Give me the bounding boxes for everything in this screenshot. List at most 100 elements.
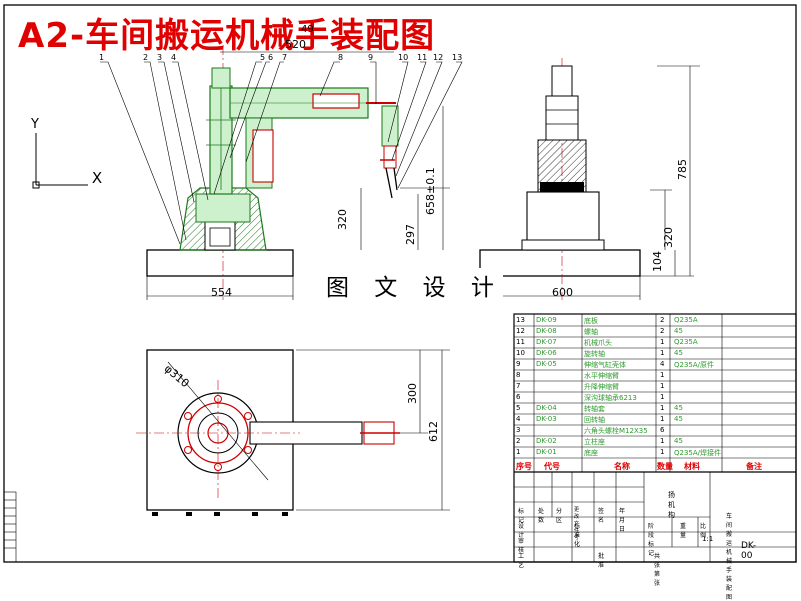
bom-cell-code: DK-07 [536,338,557,346]
bom-cell-qty: 1 [660,437,665,445]
bom-header-name: 名称 [614,462,630,471]
side-view [479,58,700,300]
bom-cell-no: 12 [516,327,525,335]
leader-4: 4 [171,53,177,62]
bom-cell-mat: 45 [674,415,683,423]
leader-5: 5 [260,53,266,62]
drawing-title: A2-车间搬运机械手装配图 [18,16,436,56]
leader-8: 8 [338,53,344,62]
bom-cell-qty: 1 [660,448,665,456]
assembly-drawing: Y X [3,4,797,563]
bom-cell-no: 10 [516,349,525,357]
bom-row: 5 DK-04 转轴套 1 45 [514,402,796,413]
leader-2: 2 [143,53,149,62]
tb-company: 扬机构 [668,491,675,519]
tb-label-date: 年月日 [619,508,626,533]
bom-cell-name: 升降伸缩臂 [584,383,619,391]
bom-cell-no: 4 [516,415,521,423]
bom-cell-qty: 1 [660,404,665,412]
bom-cell-code: DK-09 [536,316,557,324]
bom-cell-qty: 1 [660,382,665,390]
bom-row: 2 DK-02 立柱座 1 45 [514,435,796,446]
bom-cell-name: 立柱座 [584,438,605,446]
binding-strip [3,491,17,563]
bom-row: 7 升降伸缩臂 1 [514,380,796,391]
tb-label-mark: 标记 [518,508,525,524]
bom-cell-qty: 1 [660,393,665,401]
bom-cell-code: DK-08 [536,327,557,335]
axis-y-label: Y [30,117,39,132]
tb-label-review: 审核 [518,538,525,554]
bom-header-qty: 数量 [657,462,673,471]
tb-drawing-name: 车间搬运机械手装配图 [726,513,733,601]
top-view [136,349,450,516]
leader-9: 9 [368,53,374,62]
bom-cell-name: 螺轴 [584,328,598,336]
bom-cell-no: 6 [516,393,521,401]
bom-cell-no: 3 [516,426,521,434]
ucs-axis-icon [32,133,88,189]
tb-label-stage: 阶段标记 [648,523,655,557]
bom-cell-qty: 2 [660,327,665,335]
title-block-grid [514,472,796,562]
bom-cell-code: DK-03 [536,415,557,423]
leader-3: 3 [157,53,163,62]
bom-cell-name: 旋转轴 [584,350,605,358]
bom-cell-name: 六角头螺栓M12X35 [584,427,648,435]
bom-cell-name: 深沟球轴承6213 [584,394,637,402]
bom-cell-mat: Q235A [674,338,698,346]
bom-cell-no: 5 [516,404,521,412]
bom-header-code: 代号 [544,462,560,471]
bom-cell-code: DK-06 [536,349,557,357]
axis-x-label: X [92,169,102,187]
leader-1: 1 [99,53,105,62]
front-view [100,45,463,300]
watermark-text: 图 文 设 计 [326,268,503,302]
tb-label-approve: 批准 [598,553,605,569]
bom-row: 6 深沟球轴承6213 1 [514,391,796,402]
tb-label-zone: 分区 [556,508,563,524]
leader-10: 10 [398,53,409,62]
leader-13: 13 [452,53,463,62]
leader-7: 7 [282,53,288,62]
leader-6: 6 [268,53,274,62]
bom-header: 序号 代号 名称 数量 材料 备注 [514,458,796,472]
bom-header-no: 序号 [516,462,532,471]
bom-cell-mat: 45 [674,437,683,445]
bom-cell-code: DK-02 [536,437,557,445]
bom-cell-name: 底板 [584,317,598,325]
bom-cell-name: 底座 [584,449,598,457]
bom-cell-mat: Q235A/原件 [674,361,715,369]
bom-cell-mat: Q235A [674,316,698,324]
bom-header-mat: 材料 [684,462,700,471]
parts-list-grid [513,313,797,563]
bom-cell-mat: 45 [674,404,683,412]
bom-cell-qty: 1 [660,338,665,346]
bom-cell-name: 回转轴 [584,416,605,424]
bom-cell-mat: Q235A/焊接件 [674,449,722,457]
bom-cell-no: 11 [516,338,525,346]
bom-cell-qty: 1 [660,349,665,357]
bom-cell-code: DK-04 [536,404,557,412]
drawing-border [3,4,797,563]
bom-row: 4 DK-03 回转轴 1 45 [514,413,796,424]
bom-cell-no: 9 [516,360,521,368]
bom-cell-no: 13 [516,316,525,324]
bom-header-note: 备注 [746,462,762,471]
bom-cell-name: 水平伸缩臂 [584,372,619,380]
outer-bom-frame [500,314,514,562]
bom-cell-name: 转轴套 [584,405,605,413]
bom-cell-qty: 1 [660,371,665,379]
bom-cell-no: 2 [516,437,521,445]
tb-scale: 1:1 [702,535,714,543]
leader-12: 12 [433,53,444,62]
leader-11: 11 [417,53,428,62]
bom-cell-no: 7 [516,382,521,390]
bom-cell-qty: 1 [660,415,665,423]
